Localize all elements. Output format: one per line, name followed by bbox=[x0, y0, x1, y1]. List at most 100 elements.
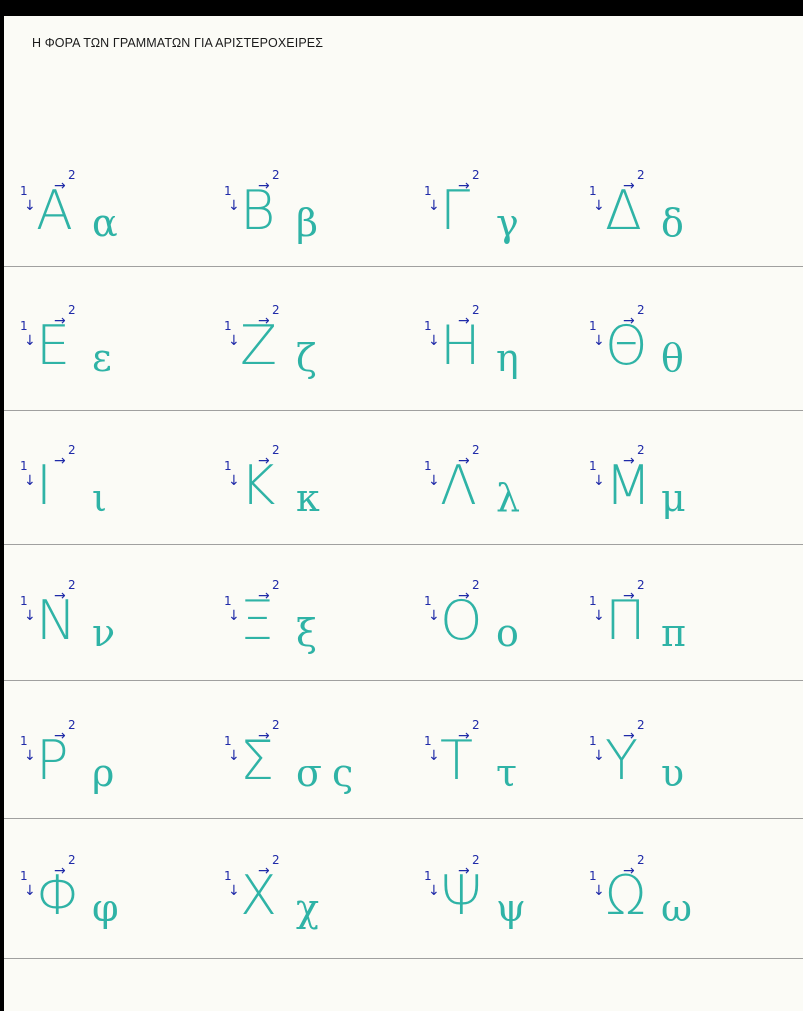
lowercase-letter: ξ bbox=[296, 614, 317, 652]
stroke-number: 1 bbox=[424, 459, 432, 473]
lowercase-letter: π bbox=[661, 614, 686, 652]
lowercase-letter: ω bbox=[661, 889, 692, 927]
uppercase-letter: Β bbox=[240, 184, 275, 238]
uppercase-letter: Η bbox=[440, 319, 481, 373]
stroke-number: 1 bbox=[20, 734, 28, 748]
stroke-arrow-icon: ↓ bbox=[228, 883, 240, 899]
uppercase-letter: Λ bbox=[440, 459, 477, 513]
uppercase-letter: Ρ bbox=[36, 734, 69, 788]
stroke-number: 1 bbox=[224, 319, 232, 333]
lowercase-letter: ν bbox=[92, 614, 115, 652]
letter-pair-cell: 1↓2→Ππ bbox=[579, 576, 749, 676]
stroke-number: 1 bbox=[20, 319, 28, 333]
stroke-number: 1 bbox=[20, 594, 28, 608]
page-title: Η ΦΟΡΑ ΤΩΝ ΓΡΑΜΜΑΤΩΝ ΓΙΑ ΑΡΙΣΤΕΡΟΧΕΙΡΕΣ bbox=[32, 36, 323, 50]
stroke-number: 1 bbox=[589, 734, 597, 748]
lowercase-letter: υ bbox=[661, 754, 684, 792]
stroke-arrow-icon: ↓ bbox=[228, 608, 240, 624]
stroke-arrow-icon: ↓ bbox=[428, 748, 440, 764]
letter-pair-cell: 1↓2→Οο bbox=[414, 576, 584, 676]
stroke-arrow-icon: ↓ bbox=[593, 748, 605, 764]
stroke-arrow-icon: ↓ bbox=[24, 198, 36, 214]
uppercase-letter: Δ bbox=[605, 184, 642, 238]
letter-pair-cell: 1↓2→Λλ bbox=[414, 441, 584, 541]
uppercase-letter: Κ bbox=[240, 459, 275, 513]
stroke-number: 1 bbox=[224, 594, 232, 608]
letter-pair-cell: 1↓2→Ττ bbox=[414, 716, 584, 816]
stroke-number: 1 bbox=[589, 594, 597, 608]
lowercase-letter: ε bbox=[92, 339, 112, 377]
ruled-line bbox=[4, 266, 803, 267]
lowercase-letter: γ bbox=[496, 204, 519, 242]
stroke-arrow-icon: ↓ bbox=[593, 883, 605, 899]
uppercase-letter: Θ bbox=[605, 319, 648, 373]
stroke-number: 2 bbox=[472, 168, 480, 182]
lowercase-letter: β bbox=[296, 204, 318, 242]
stroke-arrow-icon: ↓ bbox=[593, 333, 605, 349]
ruled-line bbox=[4, 544, 803, 545]
uppercase-letter: Ξ bbox=[240, 594, 274, 648]
stroke-number: 1 bbox=[589, 459, 597, 473]
stroke-number: 1 bbox=[20, 869, 28, 883]
lowercase-letter: σ bbox=[296, 754, 322, 792]
stroke-number: 1 bbox=[224, 184, 232, 198]
lowercase-letter: φ bbox=[92, 889, 119, 927]
uppercase-letter: Ζ bbox=[240, 319, 277, 373]
stroke-arrow-icon: ↓ bbox=[428, 333, 440, 349]
letter-pair-cell: 1↓2→Νν bbox=[10, 576, 180, 676]
stroke-number: 1 bbox=[20, 184, 28, 198]
uppercase-letter: Γ bbox=[440, 184, 470, 238]
lowercase-letter: ι bbox=[92, 479, 107, 517]
lowercase-letter: λ bbox=[496, 479, 520, 517]
stroke-arrow-icon: ↓ bbox=[593, 473, 605, 489]
letter-pair-cell: 1↓2→Ηη bbox=[414, 301, 584, 401]
final-sigma-letter: ς bbox=[332, 754, 353, 792]
letter-pair-cell: 1↓2→Υυ bbox=[579, 716, 749, 816]
lowercase-letter: ζ bbox=[296, 339, 317, 377]
uppercase-letter: Ν bbox=[36, 594, 76, 648]
stroke-arrow-icon: ↓ bbox=[228, 198, 240, 214]
stroke-number: 1 bbox=[224, 734, 232, 748]
uppercase-letter: Ε bbox=[36, 319, 70, 373]
stroke-arrow-icon: ↓ bbox=[24, 473, 36, 489]
stroke-arrow-icon: ↓ bbox=[428, 883, 440, 899]
lowercase-letter: δ bbox=[661, 204, 684, 242]
uppercase-letter: Π bbox=[605, 594, 646, 648]
stroke-arrow-icon: ↓ bbox=[228, 748, 240, 764]
lowercase-letter: κ bbox=[296, 479, 320, 517]
lowercase-letter: η bbox=[496, 339, 519, 377]
ruled-line bbox=[4, 958, 803, 959]
letter-pair-cell: 1↓2→Θθ bbox=[579, 301, 749, 401]
stroke-arrow-icon: ↓ bbox=[24, 748, 36, 764]
uppercase-letter: Φ bbox=[36, 869, 82, 923]
stroke-number: 2 bbox=[637, 718, 645, 732]
ruled-line bbox=[4, 818, 803, 819]
uppercase-letter: Τ bbox=[440, 734, 473, 788]
worksheet-page: Η ΦΟΡΑ ΤΩΝ ΓΡΑΜΜΑΤΩΝ ΓΙΑ ΑΡΙΣΤΕΡΟΧΕΙΡΕΣ … bbox=[4, 16, 803, 1011]
stroke-arrow-icon: ↓ bbox=[228, 473, 240, 489]
stroke-number: 1 bbox=[424, 594, 432, 608]
stroke-number: 1 bbox=[224, 869, 232, 883]
ruled-line bbox=[4, 680, 803, 681]
uppercase-letter: Χ bbox=[240, 869, 277, 923]
uppercase-letter: Ο bbox=[440, 594, 483, 648]
uppercase-letter: Υ bbox=[605, 734, 638, 788]
uppercase-letter: Σ bbox=[240, 734, 274, 788]
stroke-number: 2 bbox=[472, 718, 480, 732]
stroke-number: 2 bbox=[68, 718, 76, 732]
stroke-number: 1 bbox=[424, 184, 432, 198]
stroke-arrow-icon: ↓ bbox=[24, 883, 36, 899]
stroke-number: 2 bbox=[68, 443, 76, 457]
stroke-number: 1 bbox=[424, 734, 432, 748]
uppercase-letter: Ω bbox=[605, 869, 646, 923]
stroke-arrow-icon: ↓ bbox=[428, 608, 440, 624]
uppercase-letter: Α bbox=[36, 184, 73, 238]
